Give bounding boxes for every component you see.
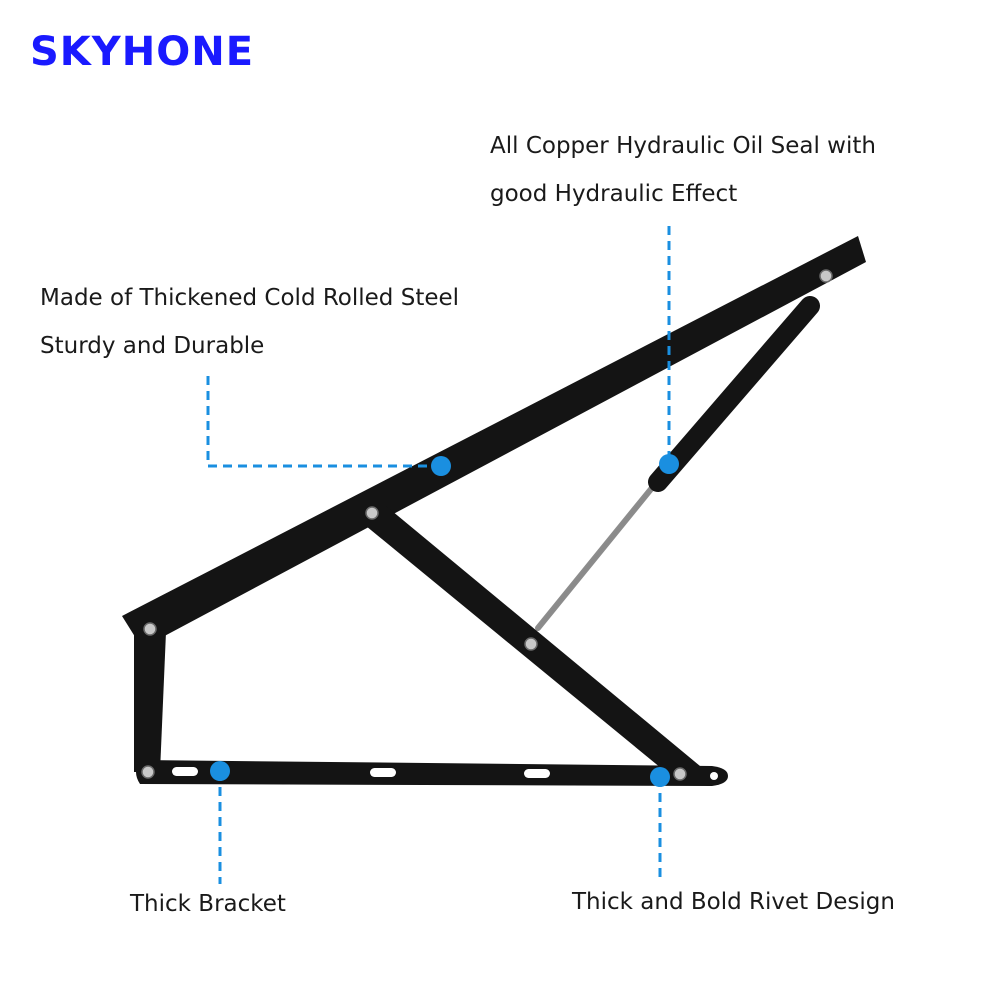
bracket-slot	[370, 768, 396, 777]
callout-bracket: Thick Bracket	[130, 880, 286, 928]
rivet	[143, 622, 157, 636]
callout-bracket-line1: Thick Bracket	[130, 891, 286, 917]
marker-steel	[431, 456, 451, 476]
rivets	[141, 269, 833, 781]
top-arm	[122, 236, 866, 648]
brand-logo: SKYHONE	[30, 29, 255, 75]
callout-copper-seal: All Copper Hydraulic Oil Seal with good …	[490, 122, 876, 218]
bracket-slot	[524, 769, 550, 778]
callout-rivet-line1: Thick and Bold Rivet Design	[572, 889, 895, 915]
rivet	[365, 506, 379, 520]
callout-copper-seal-line1: All Copper Hydraulic Oil Seal with	[490, 133, 876, 159]
bracket-slot	[172, 767, 198, 776]
callout-rivet: Thick and Bold Rivet Design	[572, 878, 895, 926]
rivet	[524, 637, 538, 651]
callout-steel-line2: Sturdy and Durable	[40, 333, 265, 359]
vertical-bar	[134, 632, 166, 772]
bracket-end-hole	[710, 772, 718, 780]
leader-steel	[206, 376, 440, 468]
rivet	[673, 767, 687, 781]
gas-strut-cylinder	[648, 296, 820, 492]
callout-steel-line1: Made of Thickened Cold Rolled Steel	[40, 285, 460, 311]
rivet	[141, 765, 155, 779]
gas-strut-rod	[535, 475, 663, 631]
callout-copper-seal-line2: good Hydraulic Effect	[490, 181, 738, 207]
bottom-bracket	[136, 760, 728, 786]
marker-copper-seal	[659, 454, 679, 474]
marker-bracket	[210, 761, 230, 781]
marker-rivet	[650, 767, 670, 787]
callout-steel: Made of Thickened Cold Rolled Steel Stur…	[40, 274, 459, 370]
rivet	[819, 269, 833, 283]
